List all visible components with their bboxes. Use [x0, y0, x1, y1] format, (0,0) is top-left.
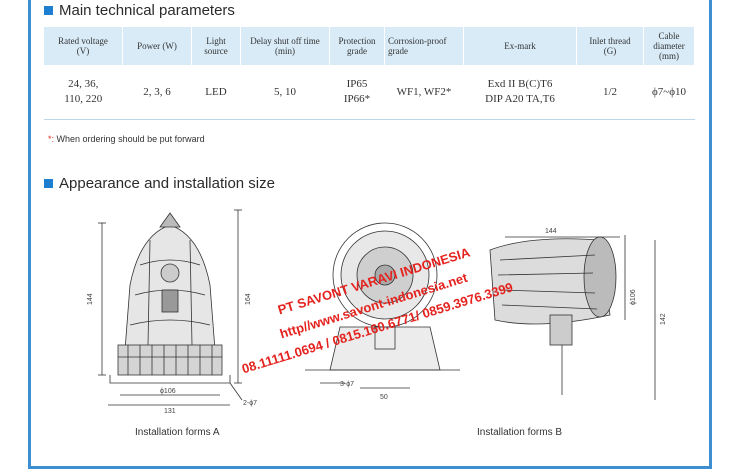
- install-section-title: Appearance and installation size: [44, 175, 275, 192]
- caption-form-b: Installation forms B: [477, 427, 563, 438]
- cell-cable-diameter: ϕ7~ϕ10: [643, 65, 695, 120]
- note-text: When ordering should be put forward: [56, 134, 205, 144]
- dim-width: 131: [164, 408, 176, 415]
- header-inlet-thread: Inlet thread(G): [576, 27, 644, 65]
- cell-light-source: LED: [191, 65, 241, 120]
- dim-height-left: 144: [87, 293, 94, 305]
- drawing-form-a: 144 164 ϕ106 131 2-ϕ7: [87, 209, 257, 415]
- header-cable-diameter: Cable diameter(mm): [643, 27, 695, 65]
- cell-corrosion: WF1, WF2*: [384, 65, 464, 120]
- params-section-title: Main technical parameters: [44, 2, 235, 19]
- cell-delay-time: 5, 10: [240, 65, 330, 120]
- cell-power: 2, 3, 6: [122, 65, 192, 120]
- install-title-text: Appearance and installation size: [59, 175, 275, 192]
- params-title-text: Main technical parameters: [59, 2, 235, 19]
- dim-diameter-b: ϕ106: [630, 289, 637, 305]
- cell-rated-voltage: 24, 36,110, 220: [44, 65, 123, 120]
- dim-hole-b: 3-ϕ7: [340, 381, 354, 388]
- caption-form-a: Installation forms A: [135, 427, 220, 438]
- order-note: *: When ordering should be put forward: [48, 134, 205, 144]
- drawing-form-b: 144 ϕ106 142 3-ϕ7 50: [305, 222, 667, 401]
- header-power: Power (W): [122, 27, 192, 65]
- page-frame: [28, 0, 712, 469]
- dim-base-b: 50: [380, 394, 388, 401]
- section-square-icon: [44, 179, 53, 188]
- section-square-icon: [44, 6, 53, 15]
- note-star: *:: [48, 134, 55, 144]
- dim-diameter: ϕ106: [160, 388, 176, 395]
- dim-hole: 2-ϕ7: [243, 400, 257, 407]
- header-ex-mark: Ex-mark: [463, 27, 577, 65]
- header-rated-voltage: Rated voltage(V): [44, 27, 123, 65]
- dim-height-b: 142: [660, 313, 667, 325]
- dim-height-right: 164: [245, 293, 252, 305]
- cell-inlet-thread: 1/2: [576, 65, 644, 120]
- dim-top: 144: [545, 228, 557, 235]
- header-delay-time: Delay shut off time(min): [240, 27, 330, 65]
